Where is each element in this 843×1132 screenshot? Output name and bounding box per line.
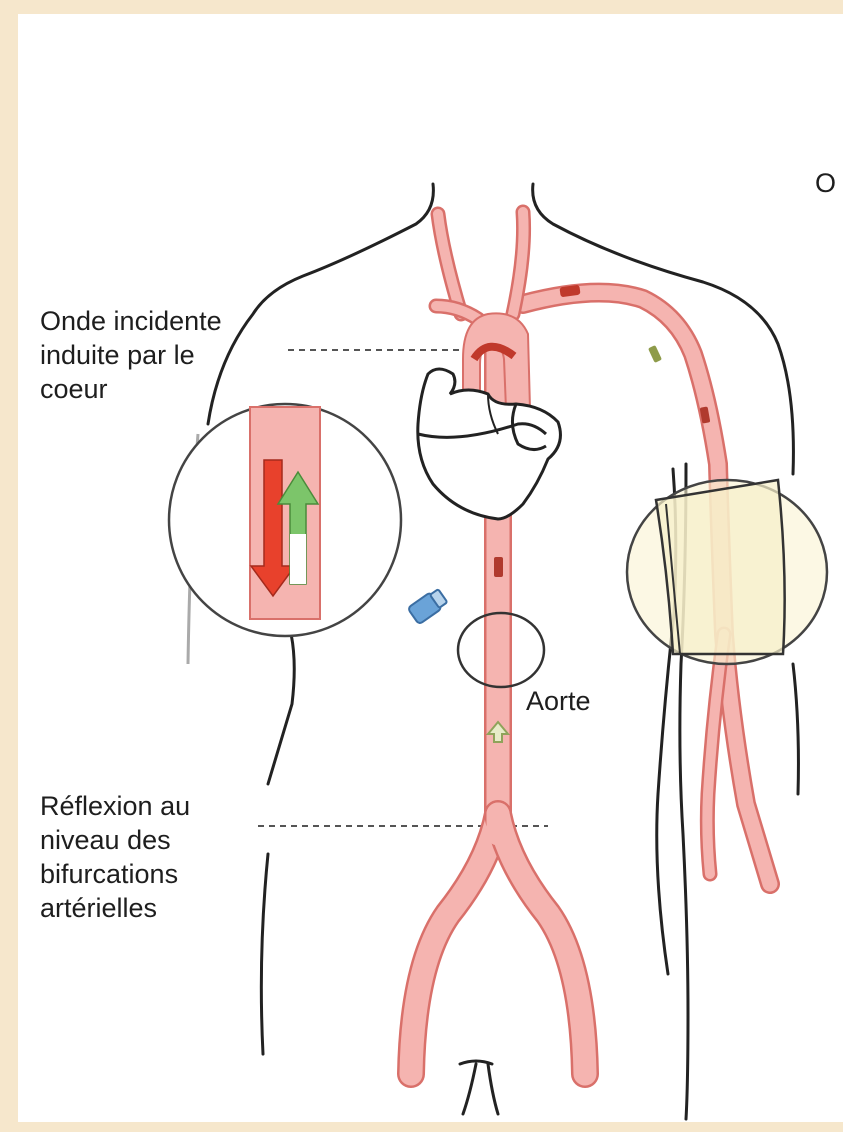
- label-corner-cut: O: [815, 166, 836, 200]
- diagram-panel: Onde incidente induite par le coeur Réfl…: [18, 14, 843, 1122]
- label-aorta: Aorte: [526, 684, 591, 718]
- pressure-cuff: [627, 480, 827, 664]
- label-line: bifurcations: [40, 857, 190, 891]
- label-incident-wave: Onde incidente induite par le coeur: [40, 304, 222, 406]
- aorta-incident-marker: [494, 557, 503, 577]
- label-line: niveau des: [40, 823, 190, 857]
- body-figure: [18, 14, 843, 1122]
- label-line: induite par le: [40, 338, 222, 372]
- carotid-arteries: [436, 212, 524, 319]
- label-line: Réflexion au: [40, 789, 190, 823]
- label-line: artérielles: [40, 891, 190, 925]
- magnifier-icon: [408, 587, 449, 624]
- label-line: Onde incidente: [40, 304, 222, 338]
- label-reflection: Réflexion au niveau des bifurcations art…: [40, 789, 190, 925]
- label-line: coeur: [40, 372, 222, 406]
- magnified-view: [169, 404, 401, 636]
